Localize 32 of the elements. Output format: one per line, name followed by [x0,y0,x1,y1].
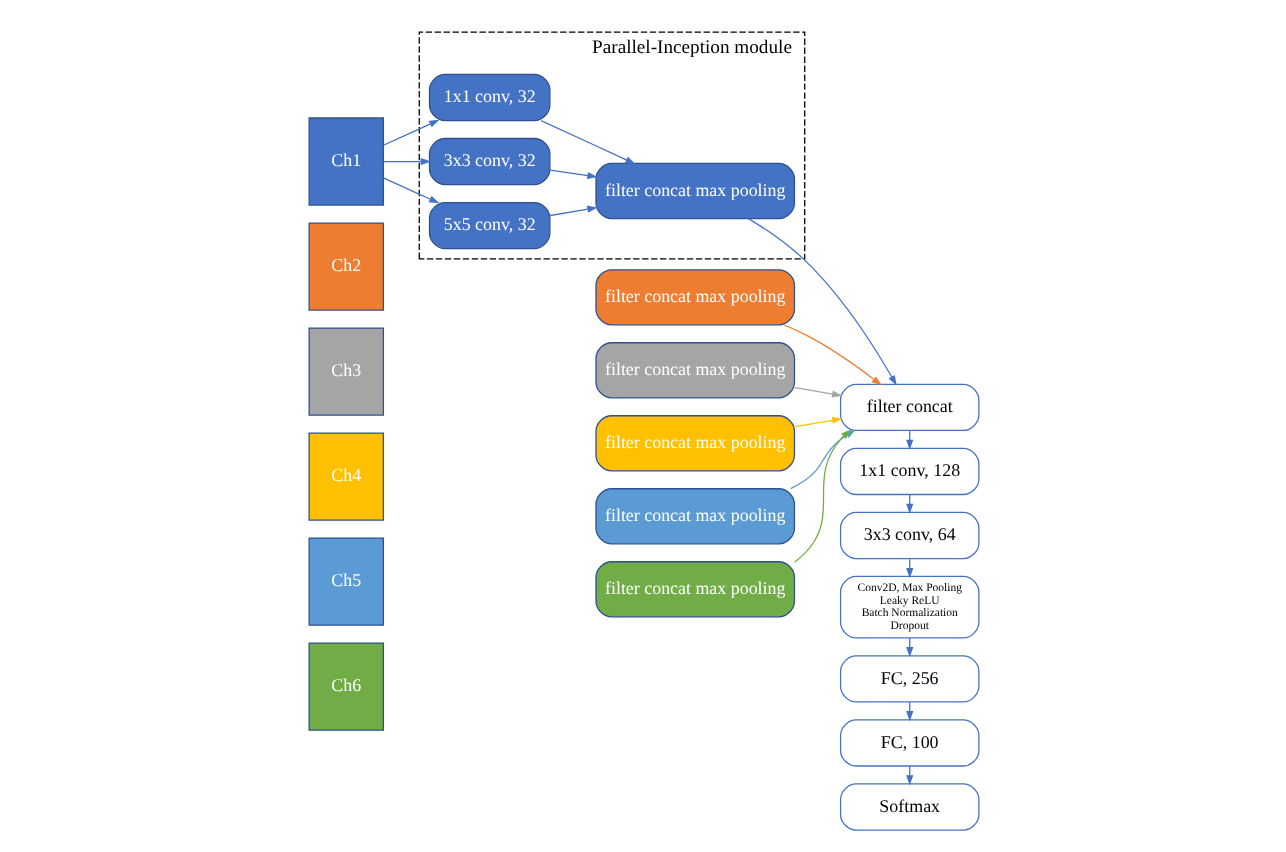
node-box: filter concat max pooling [594,162,795,220]
node-box: Ch6 [307,642,384,731]
node-box: 3x3 conv, 32 [427,137,550,186]
arrow [381,119,439,146]
arrow [793,429,851,563]
arrow [793,416,842,428]
arrow [793,386,842,398]
arrow [539,120,635,165]
arrow [381,157,430,166]
arrow [548,205,597,217]
node-box: filter concat max pooling [594,561,795,618]
arrow [782,324,881,386]
node-box: Ch1 [307,117,384,206]
node-box: 1x1 conv, 32 [427,73,550,122]
node-box: filter concat max pooling [594,415,795,472]
node-box: filter concat max pooling [594,488,795,545]
arrow [548,169,597,180]
node-box: FC, 100 [838,719,979,767]
arrow [381,177,439,204]
node-box: filter concat max pooling [594,269,795,326]
node-box: 3x3 conv, 64 [838,511,979,560]
node-box: filter concat [838,383,979,432]
node-box: 5x5 conv, 32 [427,201,550,250]
node-box: 1x1 conv, 128 [838,447,979,496]
node-box: Ch4 [307,432,384,521]
node-box: Softmax [838,783,979,831]
arrow [746,217,896,386]
node-box: Ch5 [307,537,384,626]
node-box: filter concat max pooling [594,342,795,399]
node-box: Ch3 [307,327,384,416]
node-box: FC, 256 [838,655,979,703]
node-box: Ch2 [307,222,384,311]
